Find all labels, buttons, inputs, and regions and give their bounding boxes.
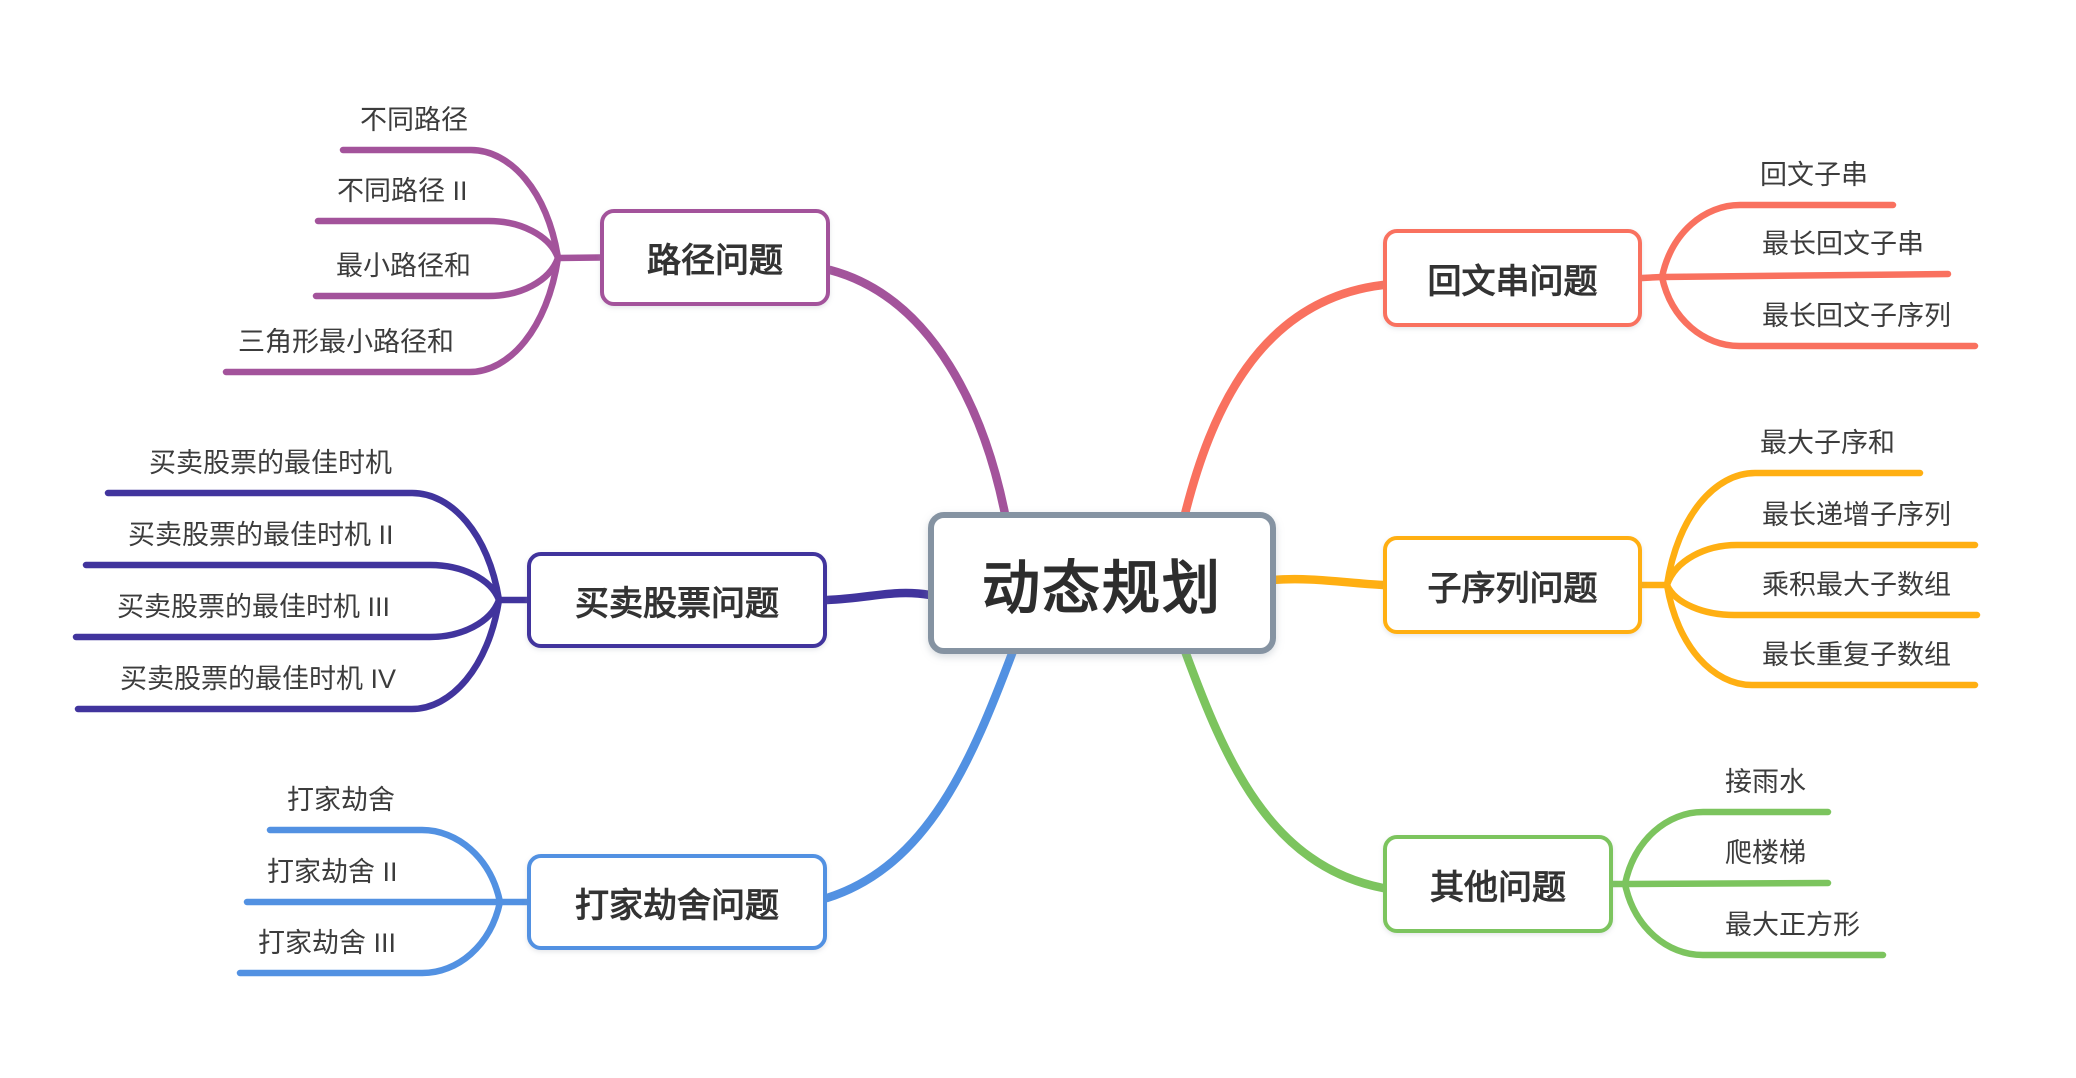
leaf-node-label[interactable]: 买卖股票的最佳时机 (149, 448, 392, 478)
branch-curve-other (1180, 646, 1388, 893)
branch-node-stock[interactable]: 买卖股票问题 (527, 552, 827, 648)
branch-node-label: 回文串问题 (1427, 262, 1598, 301)
leaf-node-label[interactable]: 打家劫舍 III (258, 928, 397, 958)
branch-node-other[interactable]: 其他问题 (1383, 835, 1613, 933)
leaf-node-label[interactable]: 回文子串 (1760, 160, 1868, 190)
leaf-node-label[interactable]: 买卖股票的最佳时机 III (117, 592, 391, 622)
leaf-line-robber-2 (236, 898, 504, 977)
leaf-line-subsequence-1 (1663, 541, 1979, 589)
leaf-node-label[interactable]: 打家劫舍 II (267, 857, 398, 887)
leaf-node-label[interactable]: 最长递增子序列 (1762, 500, 1951, 530)
branch-curve-subsequence (1267, 574, 1388, 590)
leaf-node-label[interactable]: 爬楼梯 (1725, 838, 1806, 868)
branch-node-label: 其他问题 (1430, 868, 1566, 907)
branch-curve-paths (825, 265, 1010, 519)
leaf-line-stock-3 (74, 596, 503, 713)
leaf-line-subsequence-3 (1663, 581, 1979, 689)
leaf-line-palindrome-1 (1658, 270, 1952, 281)
leaf-node-label[interactable]: 最大正方形 (1725, 910, 1860, 940)
leaf-line-paths-1 (314, 217, 562, 262)
leaf-line-other-0 (1621, 808, 1832, 888)
branch-node-label: 路径问题 (647, 242, 783, 280)
leaf-node-label[interactable]: 不同路径 (360, 105, 468, 135)
leaf-line-palindrome-0 (1658, 201, 1897, 281)
leaf-node-label[interactable]: 最小路径和 (336, 251, 471, 281)
branch-node-label: 买卖股票问题 (575, 584, 779, 623)
leaf-node-label[interactable]: 三角形最小路径和 (238, 327, 454, 357)
branch-node-subsequence[interactable]: 子序列问题 (1383, 536, 1642, 634)
leaf-node-label[interactable]: 最大子序和 (1760, 428, 1895, 458)
leaf-node-label[interactable]: 接雨水 (1725, 767, 1806, 797)
branch-curve-robber (822, 646, 1018, 903)
leaf-line-paths-0 (339, 146, 562, 262)
leaf-node-label[interactable]: 最长重复子数组 (1762, 640, 1951, 670)
central-node-label: 动态规划 (981, 556, 1222, 621)
leaf-line-stock-0 (104, 489, 503, 604)
branch-curve-stock (822, 588, 935, 605)
leaf-line-other-2 (1621, 880, 1887, 959)
leaf-node-label[interactable]: 打家劫舍 (287, 785, 395, 815)
leaf-node-label[interactable]: 买卖股票的最佳时机 IV (120, 664, 397, 694)
leaf-line-paths-3 (222, 254, 562, 376)
branch-node-label: 子序列问题 (1427, 569, 1598, 608)
branch-node-paths[interactable]: 路径问题 (600, 209, 830, 306)
leaf-line-stock-1 (82, 561, 503, 604)
leaf-line-subsequence-0 (1663, 469, 1924, 589)
leaf-node-label[interactable]: 不同路径 II (337, 176, 468, 206)
branch-node-label: 打家劫舍问题 (575, 886, 779, 925)
leaf-node-label[interactable]: 买卖股票的最佳时机 II (128, 520, 394, 550)
leaf-line-other-1 (1621, 879, 1832, 888)
branch-node-robber[interactable]: 打家劫舍问题 (527, 854, 827, 950)
branch-stub-paths (554, 254, 604, 262)
central-node[interactable]: 动态规划 (928, 512, 1276, 654)
branch-curve-palindrome (1180, 280, 1388, 519)
leaf-node-label[interactable]: 乘积最大子数组 (1762, 570, 1951, 600)
leaf-node-label[interactable]: 最长回文子序列 (1762, 301, 1951, 331)
leaf-line-palindrome-2 (1658, 273, 1979, 350)
branch-node-palindrome[interactable]: 回文串问题 (1383, 229, 1642, 327)
leaf-node-label[interactable]: 最长回文子串 (1762, 229, 1924, 259)
leaf-line-robber-0 (266, 826, 504, 906)
branch-stub-palindrome (1638, 273, 1666, 282)
